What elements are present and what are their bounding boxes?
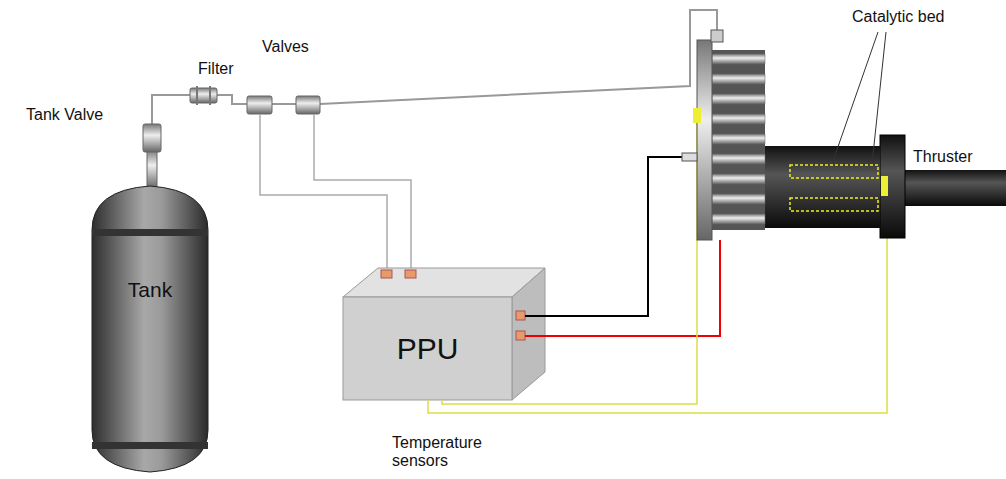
connector bbox=[516, 311, 525, 320]
valve-wire bbox=[260, 114, 387, 272]
temperature-sensor bbox=[881, 176, 888, 196]
sensor-wire bbox=[442, 122, 697, 404]
leader-line bbox=[832, 32, 878, 164]
catalytic-bed bbox=[790, 198, 878, 211]
tank-valve bbox=[143, 124, 161, 152]
connector bbox=[516, 331, 525, 340]
part-label: Filter bbox=[198, 60, 234, 78]
temperature-sensor bbox=[693, 108, 701, 123]
part-label: Valves bbox=[262, 38, 309, 56]
connector bbox=[381, 270, 392, 278]
part-label: Temperature sensors bbox=[392, 434, 492, 471]
part-label: Catalytic bed bbox=[852, 8, 945, 26]
power-wire-red bbox=[525, 240, 720, 336]
power-terminal bbox=[682, 153, 697, 161]
sensor-wire bbox=[428, 196, 887, 413]
catalytic-bed bbox=[790, 165, 878, 178]
ppu-side bbox=[512, 268, 545, 400]
thruster-tube bbox=[905, 170, 1006, 206]
part-label: Thruster bbox=[913, 148, 973, 166]
tank-valve-stem bbox=[147, 150, 157, 188]
injector-body bbox=[712, 50, 765, 230]
top-fitting bbox=[711, 30, 723, 42]
ppu-front bbox=[343, 297, 512, 400]
valve bbox=[296, 96, 320, 114]
tank-band bbox=[92, 229, 208, 236]
valve-wire bbox=[314, 114, 411, 272]
leader-line bbox=[872, 32, 886, 164]
filter bbox=[190, 88, 217, 103]
cooling-fins bbox=[712, 54, 765, 224]
node-text: PPU bbox=[397, 332, 459, 366]
power-wire-black bbox=[525, 157, 682, 316]
tank-band bbox=[92, 442, 208, 449]
catalytic-chamber bbox=[765, 146, 880, 228]
ppu-box: PPU bbox=[343, 297, 512, 400]
connector bbox=[405, 270, 416, 278]
node-text: Tank bbox=[128, 278, 172, 302]
tank-body bbox=[92, 186, 208, 472]
valve bbox=[247, 96, 272, 114]
ppu-top bbox=[343, 268, 545, 297]
thruster-flange bbox=[880, 135, 905, 238]
part-label: Tank Valve bbox=[26, 106, 103, 124]
injector-plate bbox=[697, 40, 712, 240]
tank-label-box: Tank bbox=[92, 250, 208, 330]
feed-pipe bbox=[152, 10, 717, 125]
